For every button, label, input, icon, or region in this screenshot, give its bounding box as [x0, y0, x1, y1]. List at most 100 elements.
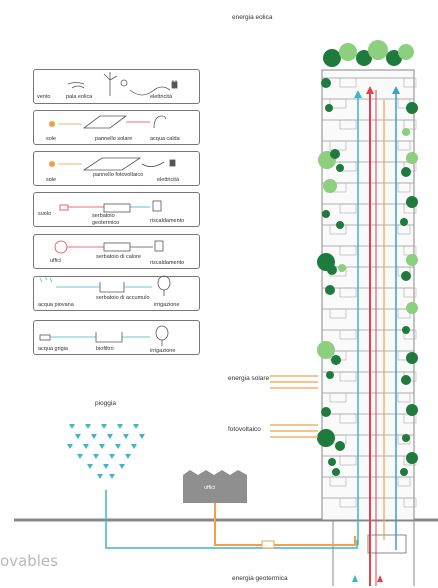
- red-arrow-up: [366, 86, 374, 94]
- tree-canopy: [401, 167, 411, 177]
- tree-canopy: [335, 441, 345, 451]
- balcony: [403, 77, 417, 88]
- rain-drop: [133, 424, 139, 429]
- tree-canopy: [321, 407, 331, 417]
- legend-box-offices: [33, 234, 200, 269]
- legend-2-source: sole: [46, 136, 57, 142]
- geothermal-label: energia geotermica: [232, 575, 288, 582]
- legend-7-device: biofiltro: [96, 346, 114, 352]
- balcony: [339, 287, 357, 298]
- rain-label: pioggia: [95, 400, 116, 407]
- tree-canopy: [401, 271, 411, 281]
- tree-canopy: [339, 43, 357, 61]
- balcony: [397, 182, 411, 193]
- tree-canopy: [322, 210, 330, 218]
- tree-canopy: [401, 375, 411, 385]
- balcony: [397, 476, 411, 487]
- tree-canopy: [325, 285, 335, 295]
- balcony: [329, 392, 347, 403]
- tree-canopy: [317, 341, 335, 359]
- balcony: [339, 329, 357, 340]
- legend-6-device: serbatoio di accumulo: [96, 295, 150, 301]
- plug-icon: [171, 80, 178, 89]
- rain-drop: [123, 434, 129, 439]
- tree-canopy: [406, 102, 418, 114]
- tree-canopy: [317, 429, 335, 447]
- legend-4-device: serbatoio geotermico: [92, 213, 120, 226]
- legend-2-output: acqua calda: [150, 136, 180, 142]
- legend-icons: [39, 72, 178, 346]
- legend-box-photovoltaic: [33, 151, 200, 186]
- rain-drop: [107, 434, 113, 439]
- tree-canopy: [332, 468, 340, 476]
- tree-canopy: [406, 404, 418, 416]
- tree-canopy: [323, 179, 337, 193]
- rain-drop: [139, 434, 145, 439]
- balcony: [339, 413, 357, 424]
- tree-canopy: [406, 302, 418, 314]
- legend-3-device: pannello fotovoltaico: [93, 172, 144, 178]
- rain-drop: [99, 444, 105, 449]
- legend-1-device: pala eolica: [66, 94, 93, 100]
- legend-7-source: acqua grigia: [38, 346, 68, 352]
- balcony: [339, 497, 357, 508]
- rain-drop: [91, 434, 97, 439]
- balcony: [403, 287, 417, 298]
- balcony: [329, 98, 347, 109]
- balcony: [329, 308, 347, 319]
- balcony: [403, 497, 417, 508]
- legend-6-output: irrigazione: [154, 302, 180, 308]
- legend-6-source: acqua piovana: [38, 302, 74, 308]
- tree-canopy: [402, 326, 410, 334]
- tree-canopy: [406, 452, 418, 464]
- rain-drop: [109, 454, 115, 459]
- rain-drop: [131, 444, 137, 449]
- tree-canopy: [328, 458, 336, 466]
- legend-1-output: elettricità: [150, 94, 173, 100]
- rain-drop: [93, 454, 99, 459]
- wind-turbine-icon: [67, 72, 128, 96]
- balcony: [339, 203, 357, 214]
- tree-canopy: [325, 104, 333, 112]
- rain-drop: [75, 434, 81, 439]
- legend-4-output: riscaldamento: [150, 218, 185, 224]
- balcony: [339, 119, 357, 130]
- tree-canopy: [323, 49, 341, 67]
- solar-panel-icon: [82, 157, 142, 171]
- tree-canopy: [402, 128, 410, 136]
- balcony: [329, 476, 347, 487]
- legend-box-greywater: [33, 320, 200, 355]
- tree-canopy: [327, 265, 337, 275]
- photovoltaic-label: fotovoltaico: [228, 426, 261, 433]
- rain-drop: [83, 444, 89, 449]
- factory-icon: [183, 470, 247, 503]
- blue-arrow-up: [392, 86, 400, 94]
- legend-box-wind: [33, 69, 200, 104]
- tree-icon: [157, 275, 171, 296]
- sun-icon: [49, 121, 55, 127]
- heat-tank: [261, 540, 275, 549]
- rain-drop: [115, 444, 121, 449]
- legend-4-source: suolo: [38, 211, 52, 217]
- tree-canopy: [402, 434, 410, 442]
- tree-canopy: [400, 218, 408, 226]
- vegetation: [317, 40, 418, 476]
- rain-drop: [77, 454, 83, 459]
- tree-canopy: [321, 78, 331, 88]
- balcony: [339, 77, 357, 88]
- legend-5-device: serbatoio di calore: [96, 254, 141, 260]
- tree-canopy: [326, 371, 334, 379]
- legend-1-source: vento: [37, 94, 51, 100]
- rain-water-pipe: [105, 490, 358, 549]
- office-heat-pipe: [214, 503, 356, 546]
- rain-drop: [97, 474, 103, 479]
- tree-canopy: [368, 40, 388, 60]
- rain-drop: [109, 474, 115, 479]
- legend-3-output: elettricità: [157, 177, 180, 183]
- solar-arrows: [270, 375, 318, 438]
- geo-arrow-cyan: [352, 575, 358, 582]
- rain-drop: [69, 424, 75, 429]
- tree-canopy: [406, 196, 418, 208]
- rain-drop: [119, 464, 125, 469]
